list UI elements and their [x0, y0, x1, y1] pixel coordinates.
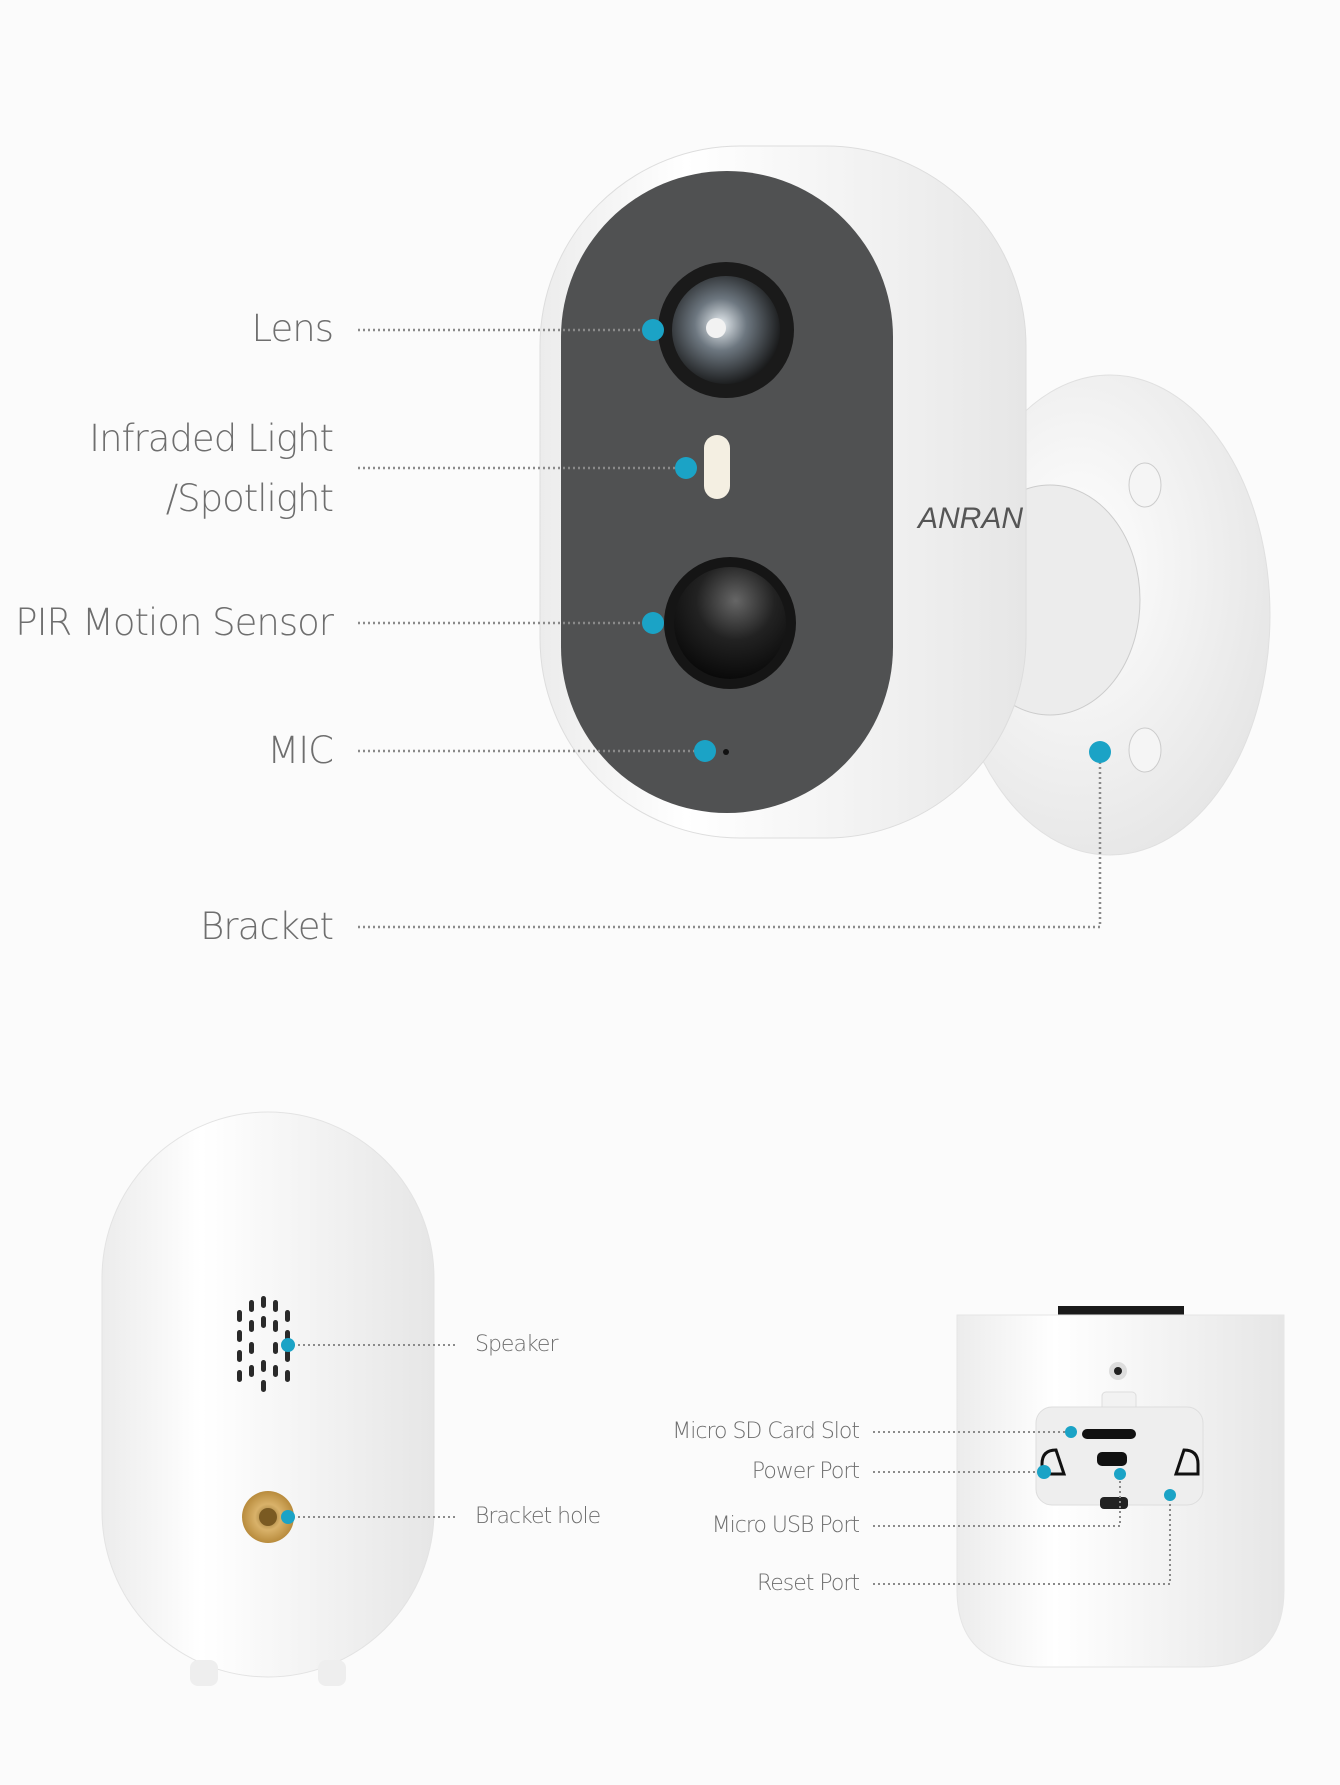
label-bracket: Bracket — [200, 905, 334, 948]
camera-back — [101, 1111, 435, 1686]
label-power-port: Power Port — [751, 1459, 860, 1484]
label-reset-port: Reset Port — [756, 1571, 860, 1596]
label-mic: MIC — [267, 729, 334, 772]
label-spotlight: /Spotlight — [165, 477, 334, 520]
camera-front: ANRAN — [539, 145, 1027, 839]
label-speaker: Speaker — [475, 1332, 558, 1357]
speaker-grille — [237, 1296, 290, 1392]
label-micro-sd-card-slot: Micro SD Card Slot — [672, 1419, 860, 1444]
label-pir-motion-sensor: PIR Motion Sensor — [15, 601, 334, 644]
brand-logo: ANRAN — [916, 502, 1023, 535]
callout-dots — [642, 319, 1111, 763]
label-lens: Lens — [251, 307, 334, 350]
leader-lines — [358, 328, 1102, 929]
label-infrared-light: Infraded Light — [89, 417, 334, 460]
label-bracket-hole: Bracket hole — [475, 1504, 601, 1529]
camera-bottom — [956, 1306, 1285, 1668]
label-micro-usb-port: Micro USB Port — [711, 1513, 860, 1538]
